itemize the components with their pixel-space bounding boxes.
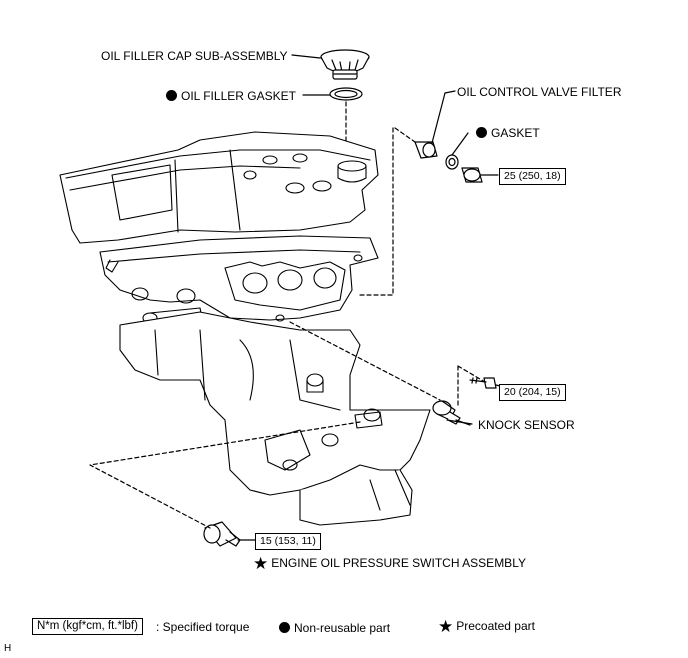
cap-leader: [291, 54, 321, 59]
knock-sensor-drawing: [432, 400, 471, 426]
oil-filler-cap-drawing: [320, 49, 370, 80]
label-oil-pressure-switch: ★ENGINE OIL PRESSURE SWITCH ASSEMBLY: [253, 554, 526, 573]
torque-box-pressure-switch: 15 (153, 11): [255, 533, 321, 550]
knock-sensor-bolt-drawing: [469, 377, 501, 389]
pressure-switch-dashed-leader: [89, 421, 361, 529]
engine-assembly-drawing: [59, 131, 431, 526]
legend-torque-text: : Specified torque: [156, 620, 250, 634]
label-oil-control-valve-filter: OIL CONTROL VALVE FILTER: [457, 85, 622, 99]
label-knock-sensor: KNOCK SENSOR: [478, 418, 575, 432]
non-reusable-icon: [476, 127, 487, 138]
oil-pressure-switch-drawing: [203, 521, 256, 547]
gasket-drawing: [445, 132, 469, 170]
corner-code: H: [4, 643, 12, 654]
oil-filler-gasket-drawing: [329, 87, 363, 101]
legend-non-reusable: Non-reusable part: [279, 621, 390, 635]
label-gasket: GASKET: [476, 126, 540, 140]
legend-precoated: ★Precoated part: [438, 617, 535, 636]
ocv-dashed-leader: [359, 127, 416, 296]
precoated-star-icon: ★: [438, 617, 454, 636]
knock-dashed-leader: [289, 321, 486, 406]
non-reusable-icon: [279, 622, 290, 633]
non-reusable-icon: [166, 90, 177, 101]
torque-box-plug: 25 (250, 18): [499, 168, 566, 185]
knock-sensor-leader: [446, 419, 473, 425]
label-oil-filler-cap: OIL FILLER CAP SUB-ASSEMBLY: [101, 49, 288, 63]
legend-torque-box: N*m (kgf*cm, ft.*lbf): [32, 618, 143, 635]
torque-box-knock-sensor-bolt: 20 (204, 15): [499, 384, 566, 401]
precoated-star-icon: ★: [253, 554, 269, 573]
oil-control-valve-filter-drawing: [414, 90, 456, 159]
label-oil-filler-gasket: OIL FILLER GASKET: [166, 89, 296, 103]
plug-drawing: [461, 167, 499, 183]
